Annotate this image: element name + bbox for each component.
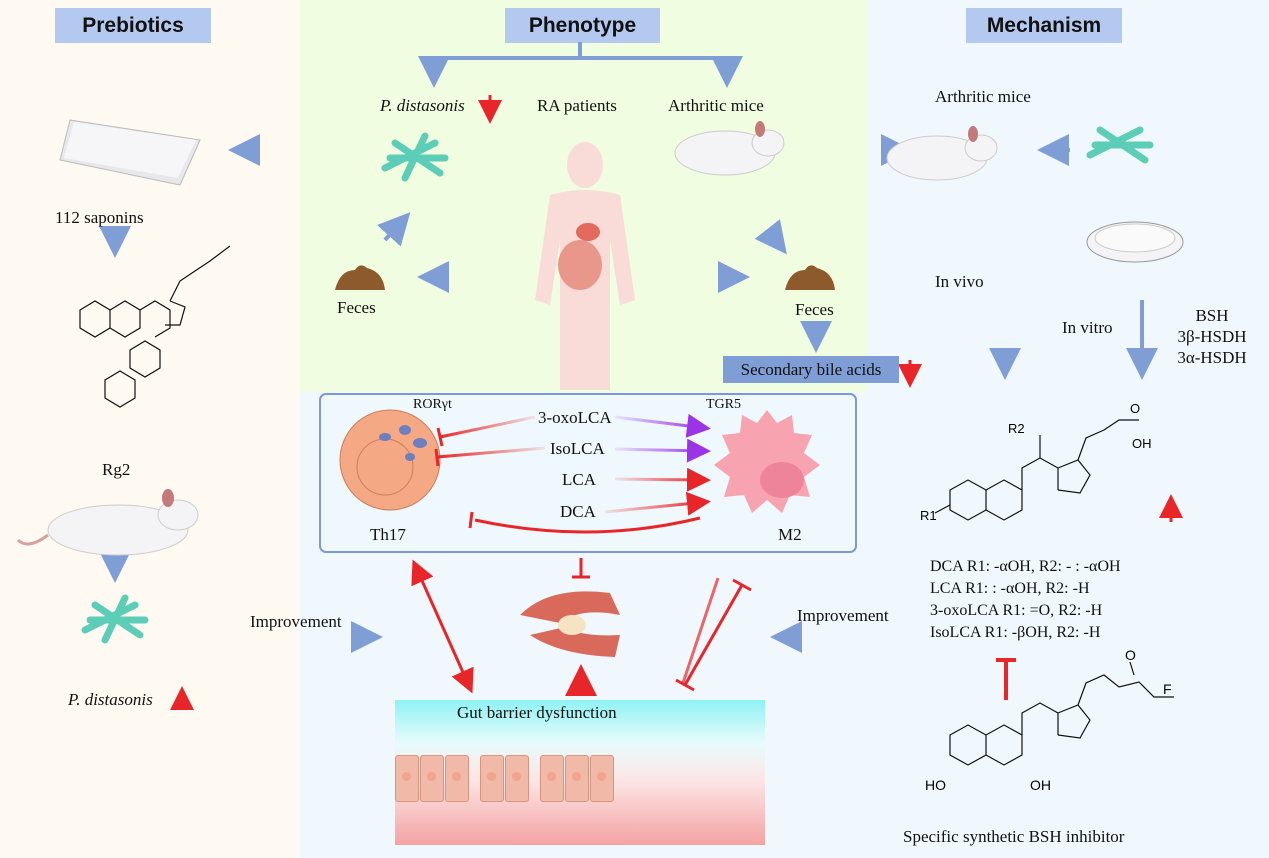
well-plate-icon (59, 119, 201, 186)
o-label: O (1130, 401, 1140, 416)
substituent-3-oxolca: 3-oxoLCA R1: =O, R2: -H (930, 602, 1103, 619)
f-label: F (1163, 681, 1172, 697)
improvement-label-right: Improvement (797, 606, 889, 625)
bsh-inhibitor-label: Specific synthetic BSH inhibitor (903, 827, 1125, 846)
bile-acid-label: IsoLCA (550, 439, 605, 458)
bile-acid-label: DCA (560, 502, 596, 521)
r1-label: R1 (920, 508, 937, 523)
phenotype-bacteria-label: P. distasonis (380, 96, 465, 115)
enzyme-3a-hsdh: 3α-HSDH (1177, 348, 1247, 367)
o-label: O (1125, 647, 1136, 663)
oh-label: OH (1132, 436, 1152, 451)
th17-label: Th17 (370, 525, 406, 544)
ra-patients-label: RA patients (537, 96, 617, 115)
enzyme-bsh: BSH (1195, 306, 1229, 325)
m2-macrophage-icon (714, 410, 820, 513)
prebiotics-header: Prebiotics (55, 8, 211, 43)
enzyme-list: BSH 3β-HSDH 3α-HSDH (1172, 305, 1252, 368)
feces-icon (335, 265, 385, 290)
bacteria-icon (381, 132, 449, 182)
petri-dish-icon (1086, 221, 1184, 263)
joint-icon (520, 591, 620, 657)
inhibit-arrow (436, 446, 546, 459)
substituent-isolca: IsoLCA R1: -βOH, R2: -H (930, 624, 1101, 641)
mouse-icon (886, 126, 998, 181)
th17-cell-icon (339, 409, 441, 511)
oh-label: OH (1030, 777, 1051, 793)
activate-arrow (614, 467, 711, 492)
feces-label-right: Feces (795, 300, 834, 319)
bacteria-icon (1086, 126, 1154, 164)
substituent-lca: LCA R1: : -αOH, R2: -H (930, 580, 1090, 597)
inhibit-arrow (439, 415, 536, 439)
improvement-label-left: Improvement (250, 612, 342, 631)
in-vitro-label: In vitro (1062, 318, 1113, 337)
m2-label: M2 (778, 525, 802, 544)
rorgt-label: RORγt (413, 397, 452, 412)
r2-label: R2 (1008, 421, 1025, 436)
tgr5-label: TGR5 (706, 397, 741, 412)
rg2-structure-icon (79, 245, 231, 408)
mechanism-header: Mechanism (966, 8, 1122, 43)
bile-acid-label: 3-oxoLCA (538, 408, 612, 427)
activate-arrow (614, 438, 711, 463)
secondary-bile-acids-box: Secondary bile acids (723, 356, 899, 383)
mechanism-mice-label: Arthritic mice (935, 87, 1031, 106)
in-vivo-label: In vivo (935, 272, 984, 291)
prebiotic-bacteria-label: P. distasonis (68, 690, 153, 709)
human-body-icon (535, 142, 635, 390)
bile-acid-structure-icon: R2 R1 OH O (920, 401, 1152, 523)
gut-barrier-label: Gut barrier dysfunction (457, 703, 617, 722)
bile-acid-label: LCA (562, 470, 596, 489)
activate-arrow (604, 491, 711, 516)
mouse-icon (674, 121, 785, 176)
rg2-label: Rg2 (102, 460, 131, 479)
bacteria-icon (81, 594, 149, 644)
feces-icon (785, 265, 835, 290)
substituent-dca: DCA R1: -αOH, R2: - : -αOH (930, 558, 1121, 575)
activate-arrow (614, 413, 711, 438)
mouse-icon (16, 489, 199, 556)
substituent-list: DCA R1: -αOH, R2: - : -αOH LCA R1: : -αO… (930, 556, 1121, 644)
ho-label: HO (925, 777, 946, 793)
arthritic-mice-label: Arthritic mice (668, 96, 764, 115)
m2-inhibits-th17-arrow (474, 516, 701, 534)
phenotype-header: Phenotype (505, 8, 660, 43)
enzyme-3b-hsdh: 3β-HSDH (1177, 327, 1247, 346)
saponins-label: 112 saponins (55, 208, 144, 227)
gut-barrier-illustration: Gut barrier dysfunction (395, 700, 765, 845)
feces-label-left: Feces (337, 298, 376, 317)
bsh-inhibitor-structure-icon: HO OH O F (925, 647, 1174, 793)
